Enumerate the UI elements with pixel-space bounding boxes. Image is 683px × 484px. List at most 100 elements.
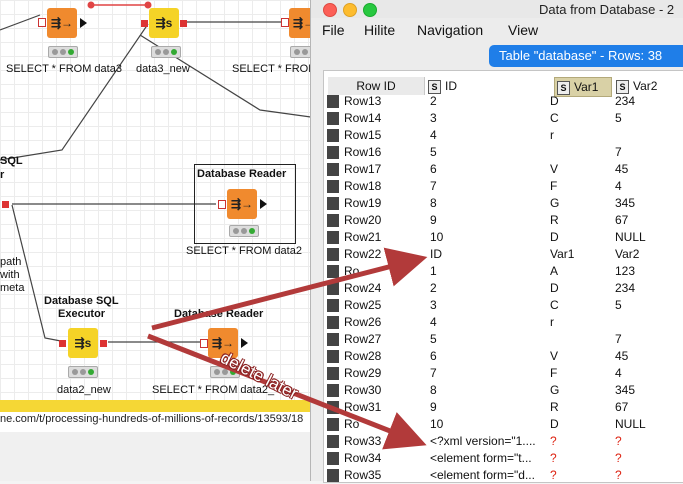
menu-file[interactable]: File xyxy=(322,22,345,38)
output-port[interactable] xyxy=(180,20,187,27)
cell-id[interactable]: 6 xyxy=(430,162,437,176)
table-row[interactable]: Row30 8 G 345 xyxy=(324,382,683,399)
cell-rowid[interactable]: Row27 xyxy=(344,332,382,346)
cell-rowid[interactable]: Row20 xyxy=(344,213,382,227)
cell-rowid[interactable]: Row31 xyxy=(344,400,382,414)
menu-navigation[interactable]: Navigation xyxy=(417,22,484,38)
output-port[interactable] xyxy=(80,18,87,28)
cell-var1[interactable]: A xyxy=(550,264,559,278)
input-port[interactable] xyxy=(200,339,208,348)
cell-var1[interactable]: F xyxy=(550,179,558,193)
maximize-icon[interactable] xyxy=(363,3,377,17)
cell-var1[interactable]: R xyxy=(550,213,559,227)
database-sql-executor-node[interactable]: ⇶s xyxy=(149,8,179,38)
table-tab-label[interactable]: Table "database" - Rows: 38 xyxy=(489,45,683,67)
cell-rowid[interactable]: Row34 xyxy=(344,451,382,465)
cell-var2[interactable]: Var2 xyxy=(615,247,640,261)
cell-id[interactable]: 3 xyxy=(430,298,437,312)
cell-var2[interactable]: 234 xyxy=(615,281,636,295)
cell-id[interactable]: 1 xyxy=(430,264,437,278)
cell-rowid[interactable]: Row19 xyxy=(344,196,382,210)
cell-id[interactable]: 8 xyxy=(430,383,437,397)
cell-var2[interactable]: 345 xyxy=(615,196,636,210)
cell-var1[interactable]: R xyxy=(550,400,559,414)
cell-var2[interactable]: 234 xyxy=(615,94,636,108)
cell-id[interactable]: 5 xyxy=(430,145,437,159)
cell-var2[interactable]: NULL xyxy=(615,417,646,431)
cell-rowid[interactable]: Ro xyxy=(344,264,360,278)
cell-var1[interactable]: D xyxy=(550,281,559,295)
column-header-rowid[interactable]: Row ID xyxy=(328,77,425,95)
cell-id[interactable]: 9 xyxy=(430,400,437,414)
table-row[interactable]: Ro 1 A 123 xyxy=(324,263,683,280)
cell-rowid[interactable]: Row17 xyxy=(344,162,382,176)
input-port[interactable] xyxy=(38,18,46,27)
cell-id[interactable]: 4 xyxy=(430,128,437,142)
cell-id[interactable]: 8 xyxy=(430,196,437,210)
cell-var1[interactable]: V xyxy=(550,349,559,363)
cell-rowid[interactable]: Row33 xyxy=(344,434,382,448)
cell-var2[interactable]: 7 xyxy=(615,145,622,159)
cell-var2[interactable]: 4 xyxy=(615,366,622,380)
cell-var2[interactable]: ? xyxy=(615,434,622,448)
cell-var2[interactable]: 67 xyxy=(615,400,629,414)
cell-var2[interactable]: NULL xyxy=(615,230,646,244)
cell-var1[interactable]: D xyxy=(550,230,559,244)
cell-var2[interactable]: 5 xyxy=(615,111,622,125)
output-port[interactable] xyxy=(100,340,107,347)
cell-var2[interactable]: 7 xyxy=(615,332,622,346)
cell-var1[interactable]: Var1 xyxy=(550,247,575,261)
database-reader-node[interactable]: ⇶→ xyxy=(47,8,77,38)
cell-id[interactable]: <element form="t... xyxy=(430,451,532,465)
cell-var1[interactable]: D xyxy=(550,94,559,108)
cell-id[interactable]: ID xyxy=(430,247,442,261)
cell-id[interactable]: 9 xyxy=(430,213,437,227)
table-row[interactable]: Row13 2 D 234 xyxy=(324,93,683,110)
cell-rowid[interactable]: Ro xyxy=(344,417,360,431)
cell-var1[interactable]: ? xyxy=(550,451,557,465)
close-icon[interactable] xyxy=(323,3,337,17)
cell-rowid[interactable]: Row13 xyxy=(344,94,382,108)
cell-id[interactable]: 4 xyxy=(430,315,437,329)
cell-var2[interactable]: 123 xyxy=(615,264,636,278)
cell-var2[interactable]: 5 xyxy=(615,298,622,312)
table-row[interactable]: Row33<?xml version="1....?? xyxy=(324,433,683,450)
cell-id[interactable]: 2 xyxy=(430,94,437,108)
cell-var1[interactable]: F xyxy=(550,366,558,380)
cell-rowid[interactable]: Row26 xyxy=(344,315,382,329)
table-row[interactable]: Row22 ID Var1 Var2 xyxy=(324,246,683,263)
cell-var1[interactable]: D xyxy=(550,417,559,431)
cell-var2[interactable]: 345 xyxy=(615,383,636,397)
output-port[interactable] xyxy=(260,199,267,209)
cell-rowid[interactable]: Row14 xyxy=(344,111,382,125)
cell-rowid[interactable]: Row16 xyxy=(344,145,382,159)
url-text[interactable]: ne.com/t/processing-hundreds-of-millions… xyxy=(0,413,304,425)
cell-var2[interactable]: 45 xyxy=(615,162,629,176)
cell-id[interactable]: 7 xyxy=(430,179,437,193)
cell-rowid[interactable]: Row30 xyxy=(344,383,382,397)
input-port[interactable] xyxy=(141,20,148,27)
cell-id[interactable]: 6 xyxy=(430,349,437,363)
cell-var1[interactable]: G xyxy=(550,196,560,210)
table-row[interactable]: Row19 8 G 345 xyxy=(324,195,683,212)
menu-view[interactable]: View xyxy=(508,22,539,38)
workflow-canvas[interactable]: ⇶→ SELECT * FROM data3 ⇶s data3_new ⇶→ S… xyxy=(0,0,318,481)
cell-id[interactable]: 10 xyxy=(430,230,444,244)
menu-hilite[interactable]: Hilite xyxy=(364,22,396,38)
cell-var1[interactable]: G xyxy=(550,383,560,397)
cell-var1[interactable]: r xyxy=(550,128,554,142)
cell-var2[interactable]: 67 xyxy=(615,213,629,227)
cell-rowid[interactable]: Row22 xyxy=(344,247,382,261)
cell-id[interactable]: <element form="d... xyxy=(430,468,535,482)
cell-var1[interactable]: V xyxy=(550,162,559,176)
